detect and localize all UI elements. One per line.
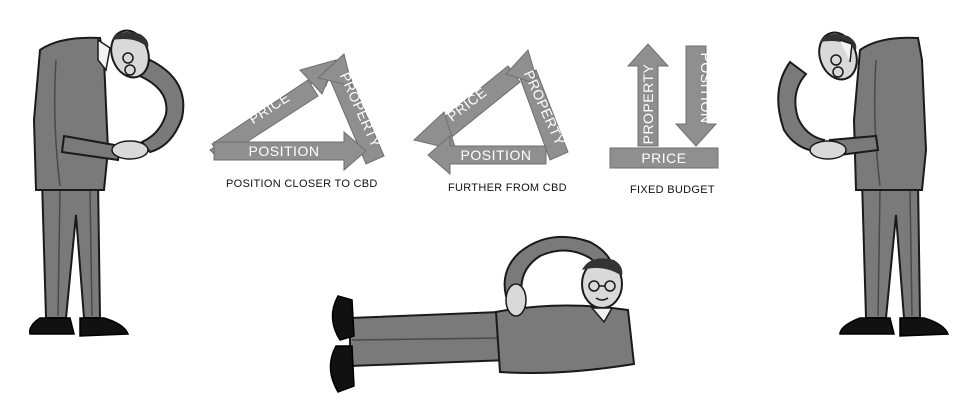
center-man-shoe-bottom bbox=[329, 345, 355, 393]
left-man-arm bbox=[138, 58, 185, 154]
left-man-shoe-back bbox=[28, 317, 75, 335]
diagram-further-from-cbd: PRICE PROPERTY POSITION bbox=[412, 49, 569, 176]
caption-further-from-cbd: FURTHER FROM CBD bbox=[448, 182, 567, 194]
left-man-jacket bbox=[32, 36, 110, 191]
diagram-fixed-budget: PROPERTY POSITION PRICE bbox=[609, 43, 719, 169]
center-man-jacket bbox=[494, 304, 636, 374]
man-letter-p-left-figure bbox=[28, 29, 185, 337]
further-position-arrow: POSITION bbox=[427, 134, 547, 176]
fixed-price-bar: PRICE bbox=[609, 147, 719, 169]
caption-closer-to-cbd: POSITION CLOSER TO CBD bbox=[226, 178, 378, 190]
man-letter-o-center-figure bbox=[329, 235, 636, 393]
fixed-property-arrow: PROPERTY bbox=[626, 43, 670, 147]
further-property-arrow: PROPERTY bbox=[505, 49, 569, 161]
man-letter-p-right-figure bbox=[777, 31, 950, 337]
right-man-hands bbox=[809, 140, 847, 160]
right-man-jacket bbox=[852, 36, 928, 191]
fixed-property-label: PROPERTY bbox=[640, 63, 656, 144]
closer-position-arrow: POSITION bbox=[213, 130, 367, 172]
further-position-label: POSITION bbox=[461, 147, 532, 163]
fixed-position-label: POSITION bbox=[698, 53, 714, 124]
closer-position-label: POSITION bbox=[249, 143, 320, 159]
fixed-position-arrow: POSITION bbox=[674, 45, 718, 147]
right-man-shoe-back bbox=[839, 317, 895, 335]
right-man-shoe-front bbox=[899, 317, 950, 337]
center-man-shoe-top bbox=[331, 295, 355, 341]
right-man-arm bbox=[777, 60, 826, 154]
diagram-closer-to-cbd: PRICE PROPERTY POSITION bbox=[209, 53, 385, 172]
further-price-arrow: PRICE bbox=[412, 65, 521, 151]
left-man-hands bbox=[111, 140, 149, 160]
fixed-price-label: PRICE bbox=[641, 150, 686, 166]
caption-fixed-budget: FIXED BUDGET bbox=[630, 184, 715, 196]
center-man-hands bbox=[505, 283, 527, 317]
left-man-shoe-front bbox=[79, 317, 130, 337]
